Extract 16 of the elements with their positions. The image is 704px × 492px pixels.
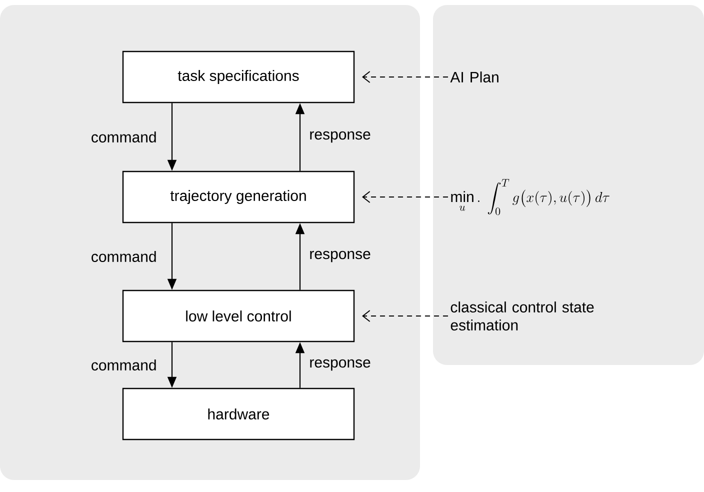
arrow — [362, 310, 448, 322]
process-box: trajectory generation — [122, 170, 355, 224]
side-note: AI Plan — [450, 72, 498, 82]
edge-label: response — [310, 131, 370, 143]
side-note: classical control state estimation — [450, 301, 594, 330]
arrow — [362, 191, 448, 203]
edge-label: response — [310, 359, 370, 371]
formula: $\min_{u}.\; \int_0^T g\big(x(\tau), u(\tau)\big)\, d\tau$ — [451, 179, 610, 216]
process-box: task specifications — [122, 50, 355, 104]
edge-label: command — [92, 359, 156, 370]
edge-label: command — [92, 132, 156, 142]
edge-label: command — [92, 250, 156, 262]
edge-label: response — [310, 250, 370, 262]
process-box: hardware — [122, 388, 355, 440]
process-box: low level control — [122, 290, 355, 342]
arrow — [362, 71, 448, 83]
